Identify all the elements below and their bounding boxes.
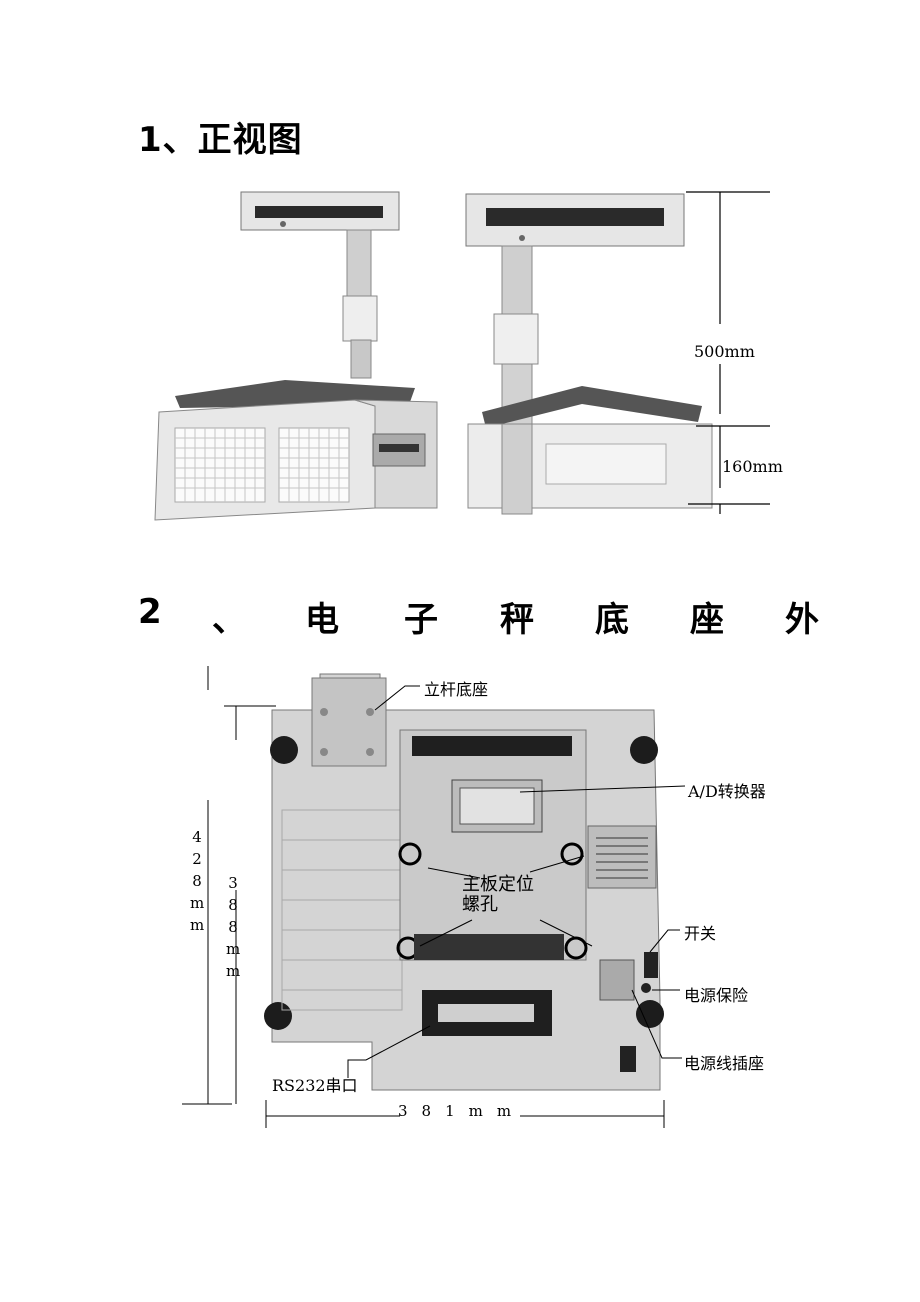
section-2-char: 、 xyxy=(212,600,246,640)
dim-500mm: 500mm xyxy=(694,342,755,361)
label-mainboard-screw-1: 主板定位 xyxy=(462,874,534,895)
leader-lines xyxy=(182,666,686,1128)
side-view-photo xyxy=(465,193,713,515)
label-mainboard-screw-2: 螺孔 xyxy=(462,894,498,915)
label-fuse: 电源保险 xyxy=(684,986,749,1005)
section-1-title: 1、正视图 xyxy=(138,120,303,160)
label-power-socket: 电源线插座 xyxy=(684,1054,765,1073)
section-2-title: 2 、 电 子 秤 底 座 外 xyxy=(0,592,920,642)
label-pole-base: 立杆底座 xyxy=(424,680,489,699)
section-2-char: 底 xyxy=(595,600,629,640)
label-ad-converter: A/D转换器 xyxy=(688,782,766,801)
dim-388mm: 388mm xyxy=(226,874,241,980)
section-2-char: 2 xyxy=(138,592,162,632)
section-2-char: 电 xyxy=(305,600,339,640)
dim-428mm: 428mm xyxy=(190,828,205,934)
dim-160mm: 160mm xyxy=(722,457,783,476)
front-view-photo xyxy=(154,191,438,521)
dim-381mm: 381mm xyxy=(398,1102,526,1120)
label-rs232: RS232串口 xyxy=(272,1076,358,1095)
bottom-view-photo xyxy=(264,673,664,1091)
section-2-char: 座 xyxy=(690,600,724,640)
section-2-char: 外 xyxy=(785,600,819,640)
label-switch: 开关 xyxy=(684,924,717,943)
front-dimension-lines xyxy=(686,191,770,514)
section-2-char: 子 xyxy=(404,600,438,640)
section-2-char: 秤 xyxy=(500,600,534,640)
